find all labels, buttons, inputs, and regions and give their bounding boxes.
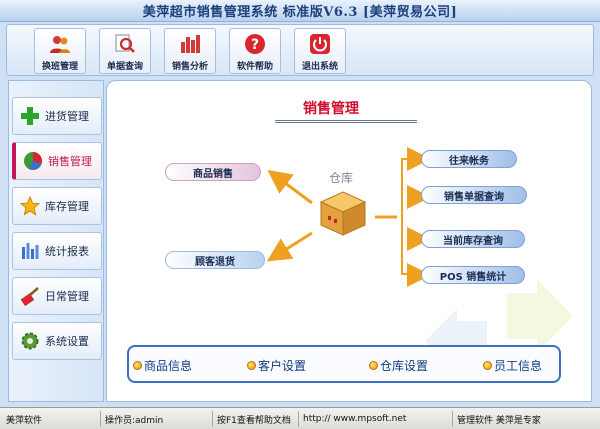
document-query-label: 单据查询 — [106, 62, 143, 72]
bottom-link-label: 员工信息 — [494, 359, 543, 373]
status-website: http:// www.mpsoft.net — [298, 411, 450, 427]
plus-icon — [20, 106, 40, 126]
status-slogan: 管理软件 美萍是专家 — [452, 411, 598, 427]
basic-info-panel: 商品信息 客户设置 仓库设置 员工信息 — [127, 345, 561, 383]
sidebar-item-purchase[interactable]: 进货管理 — [12, 97, 102, 135]
users-icon — [49, 33, 71, 55]
pie-chart-icon — [23, 151, 43, 171]
help-icon: ? — [244, 33, 266, 55]
sidebar-item-label: 进货管理 — [45, 110, 89, 123]
sidebar: 进货管理 销售管理 库存管理 统计报表 日常管理 系统设置 — [8, 80, 104, 402]
bottom-link-warehouse-settings[interactable]: 仓库设置 — [369, 357, 428, 374]
link-product-sales[interactable]: 商品销售 — [165, 163, 261, 181]
link-pos-sales-statistics[interactable]: POS 销售统计 — [421, 266, 525, 284]
toolbar: 换班管理 单据查询 销售分析 ? 软件帮助 退出系统 — [6, 24, 594, 76]
sidebar-item-label: 销售管理 — [48, 155, 92, 168]
warehouse-label: 仓库 — [329, 171, 354, 185]
window-titlebar: 美萍超市销售管理系统 标准版V6.3 [美萍贸易公司] — [0, 0, 600, 22]
main-panel: 销售管理 仓库 商品销售 顾客退货 往来帐务 — [106, 80, 592, 402]
status-bar: 美萍软件 操作员:admin 按F1查看帮助文档 http:// www.mps… — [0, 407, 600, 429]
shift-management-label: 换班管理 — [41, 62, 78, 72]
link-sales-document-query[interactable]: 销售单据查询 — [421, 186, 527, 204]
warehouse-box-icon — [317, 188, 369, 238]
bottom-link-product-info[interactable]: 商品信息 — [133, 357, 192, 374]
magnifier-icon — [114, 33, 136, 55]
sales-analysis-label: 销售分析 — [171, 62, 208, 72]
sidebar-item-label: 统计报表 — [45, 245, 89, 258]
sidebar-item-label: 日常管理 — [45, 290, 89, 303]
star-icon — [20, 196, 40, 216]
sales-analysis-button[interactable]: 销售分析 — [164, 28, 216, 74]
bullet-icon — [483, 361, 492, 370]
bottom-link-label: 仓库设置 — [380, 359, 429, 373]
bottom-link-label: 商品信息 — [144, 359, 193, 373]
status-company: 美萍软件 — [6, 415, 43, 426]
brush-icon — [20, 286, 40, 306]
page-title: 销售管理 — [303, 101, 359, 117]
document-query-button[interactable]: 单据查询 — [99, 28, 151, 74]
sidebar-item-settings[interactable]: 系统设置 — [12, 322, 102, 360]
bottom-link-customer-settings[interactable]: 客户设置 — [247, 357, 306, 374]
bar-chart-icon — [179, 33, 201, 55]
link-customer-return[interactable]: 顾客退货 — [165, 251, 265, 269]
window-title: 美萍超市销售管理系统 标准版V6.3 [美萍贸易公司] — [142, 5, 458, 20]
title-divider — [275, 120, 417, 123]
link-current-stock-query[interactable]: 当前库存查询 — [421, 230, 525, 248]
status-operator: 操作员:admin — [100, 411, 210, 427]
sidebar-item-daily[interactable]: 日常管理 — [12, 277, 102, 315]
sidebar-item-label: 系统设置 — [45, 335, 89, 348]
status-help-hint: 按F1查看帮助文档 — [212, 411, 296, 427]
sidebar-item-label: 库存管理 — [45, 200, 89, 213]
software-help-label: 软件帮助 — [236, 62, 273, 72]
report-bars-icon — [20, 241, 40, 261]
svg-text:?: ? — [251, 37, 259, 53]
sidebar-item-sales[interactable]: 销售管理 — [12, 142, 102, 180]
bullet-icon — [247, 361, 256, 370]
bottom-link-staff-info[interactable]: 员工信息 — [483, 357, 542, 374]
shift-management-button[interactable]: 换班管理 — [34, 28, 86, 74]
bullet-icon — [369, 361, 378, 370]
exit-system-label: 退出系统 — [301, 62, 338, 72]
sidebar-item-reports[interactable]: 统计报表 — [12, 232, 102, 270]
exit-system-button[interactable]: 退出系统 — [294, 28, 346, 74]
sidebar-item-inventory[interactable]: 库存管理 — [12, 187, 102, 225]
link-accounts[interactable]: 往来帐务 — [421, 150, 517, 168]
cog-icon — [20, 331, 40, 351]
flow-bracket — [401, 158, 413, 275]
power-icon — [309, 33, 331, 55]
bullet-icon — [133, 361, 142, 370]
bottom-link-label: 客户设置 — [258, 359, 307, 373]
software-help-button[interactable]: ? 软件帮助 — [229, 28, 281, 74]
